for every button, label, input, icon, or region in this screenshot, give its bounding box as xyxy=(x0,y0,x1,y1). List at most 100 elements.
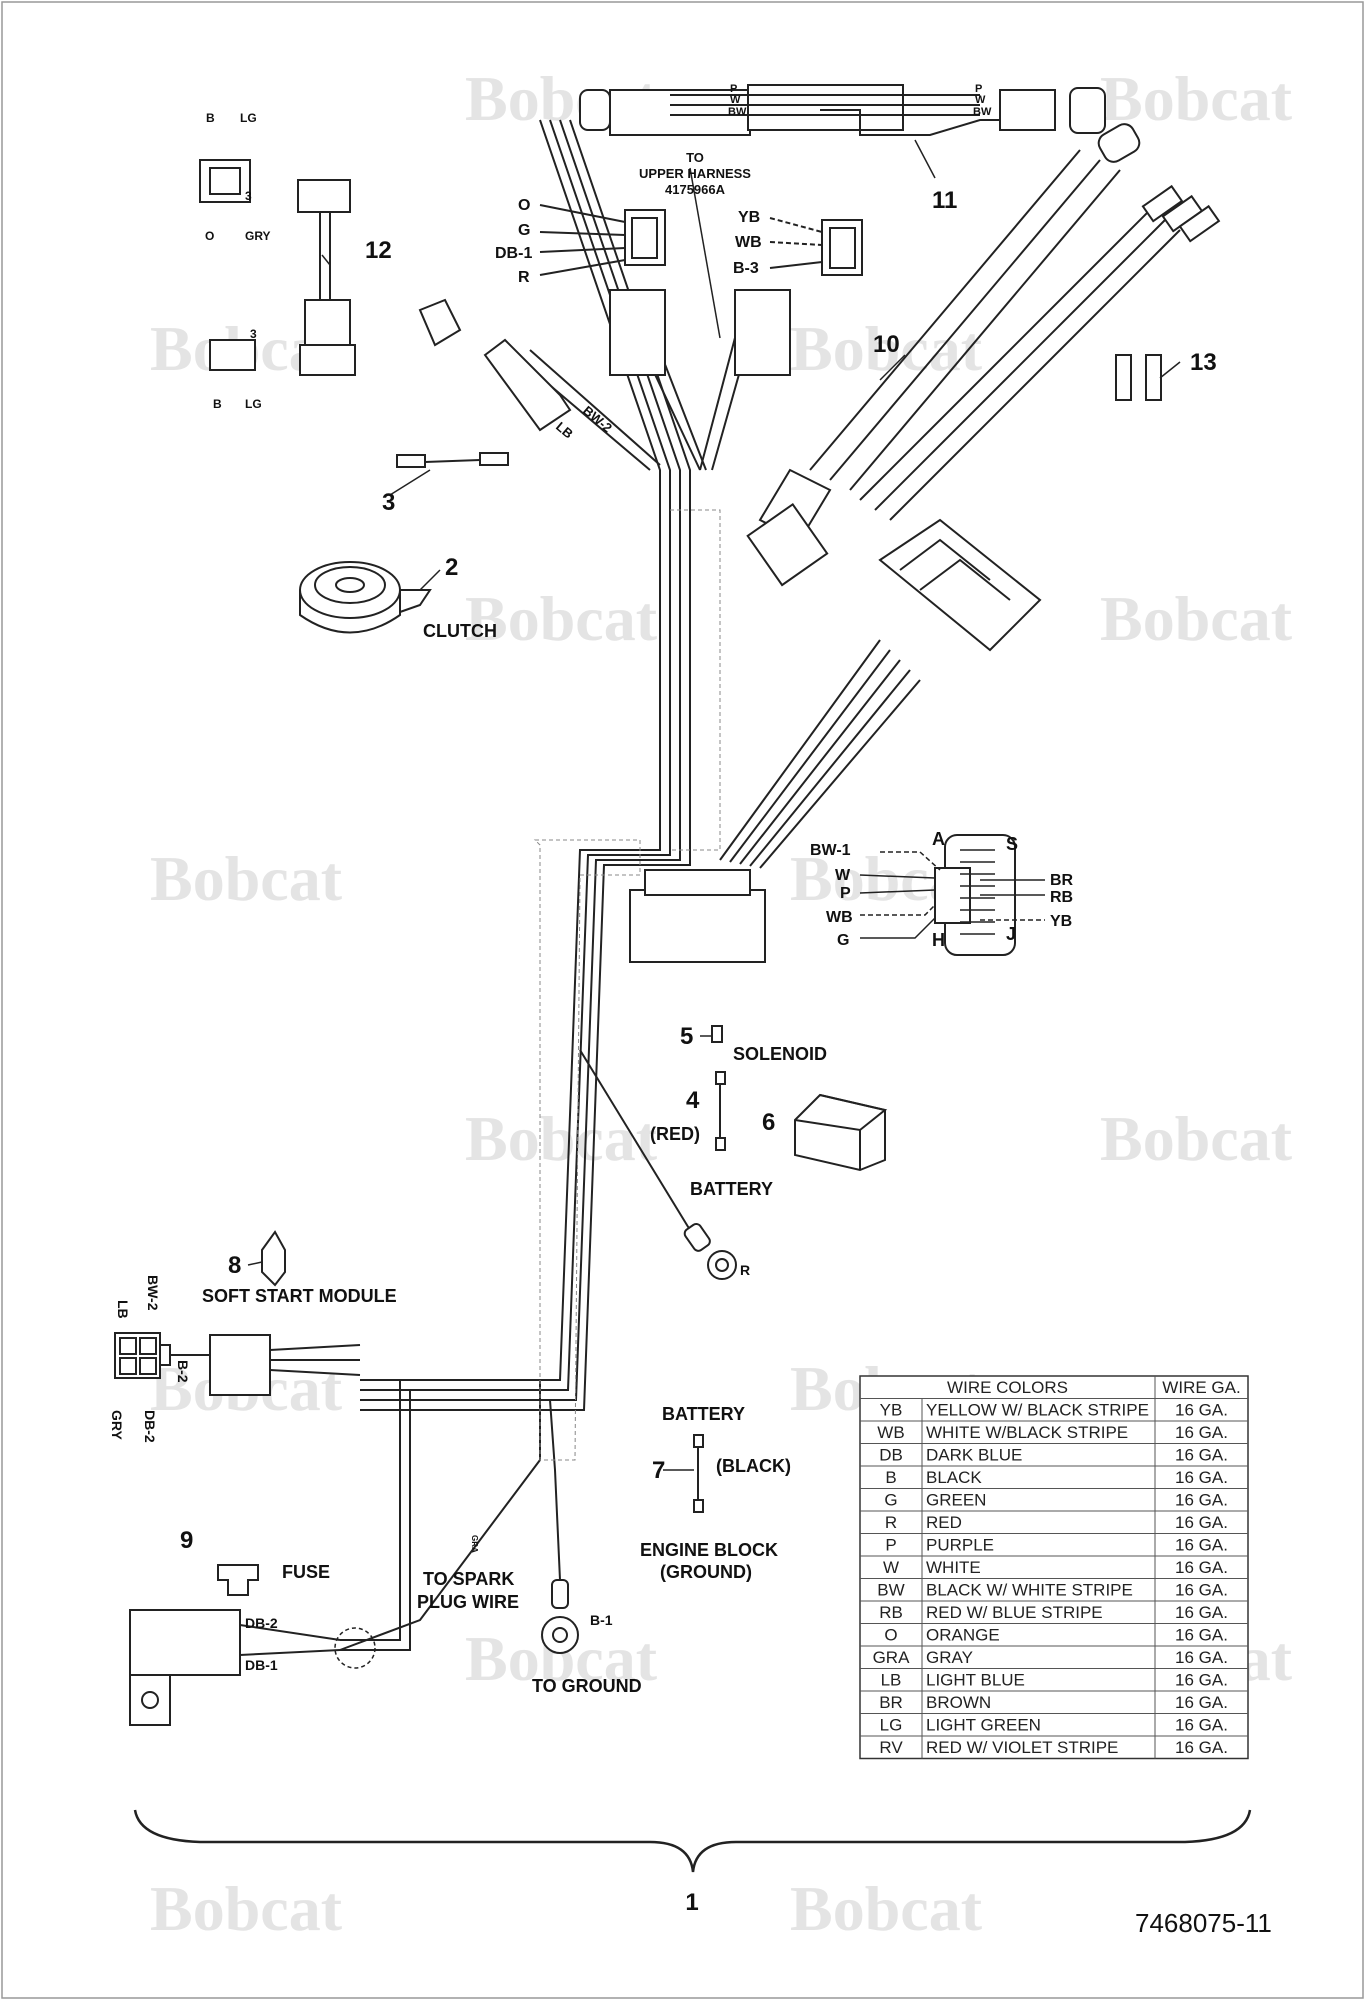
watermark-text: Bobcat xyxy=(465,1103,658,1174)
callout-3: 3 xyxy=(382,489,395,516)
leader-line xyxy=(419,569,441,591)
clutch-label: CLUTCH xyxy=(423,621,497,641)
table-cell-color: WHITE xyxy=(926,1558,981,1577)
watermark-text: Bobcat xyxy=(150,1873,343,1944)
table-cell-color: LIGHT GREEN xyxy=(926,1716,1041,1735)
spark-label-1: TO SPARK xyxy=(423,1569,514,1589)
soft-start-label: SOFT START MODULE xyxy=(202,1286,397,1306)
table-cell-code: O xyxy=(884,1626,897,1645)
table-cell-code: RV xyxy=(879,1738,903,1757)
table-cell-gauge: 16 GA. xyxy=(1175,1468,1228,1487)
connector-ogdr xyxy=(539,204,666,276)
table-cell-gauge: 16 GA. xyxy=(1175,1693,1228,1712)
table-cell-color: BLACK W/ WHITE STRIPE xyxy=(926,1581,1133,1600)
leader-line xyxy=(689,167,721,339)
wire-tags: O G DB-1 R YB WB B-3 B LG 3 O GRY 3 B LG… xyxy=(109,83,1074,1673)
wire-tag: P xyxy=(975,83,982,95)
wire-tag: BW xyxy=(728,106,747,118)
table-cell-color: BLACK xyxy=(926,1468,982,1487)
callout-7: 7 xyxy=(652,1457,665,1484)
upper-right-plug xyxy=(734,289,791,376)
table-cell-gauge: 16 GA. xyxy=(1175,1648,1228,1667)
table-border xyxy=(859,1375,1249,1760)
table-cell-color: GREEN xyxy=(926,1491,986,1510)
leader-line xyxy=(879,354,906,381)
wire-tag: O xyxy=(205,229,214,243)
wire-tag: RB xyxy=(1050,889,1073,906)
fuse-9 xyxy=(217,1564,259,1596)
left-harness-plug xyxy=(483,338,572,432)
callout-4: 4 xyxy=(686,1087,700,1114)
ring-terminal-r xyxy=(683,1222,737,1280)
table-cell-code: GRA xyxy=(873,1648,911,1667)
table-cell-gauge: 16 GA. xyxy=(1175,1423,1228,1442)
wire-tag: H xyxy=(932,930,945,950)
connector-13 xyxy=(1115,354,1162,401)
wire-tag: BW xyxy=(973,106,992,118)
watermark-text: Bobcat xyxy=(1100,1103,1293,1174)
upper-harness-label-3: 4175966A xyxy=(665,182,726,197)
soft-start-module-8 xyxy=(261,1230,286,1287)
watermark-text: Bobcat xyxy=(1100,63,1293,134)
battery-6 xyxy=(794,1093,888,1172)
wire-tag: DB-1 xyxy=(495,245,532,262)
wire-tag: W xyxy=(975,94,986,106)
wire-tag: DB-2 xyxy=(142,1410,158,1443)
table-cell-code: R xyxy=(885,1513,897,1532)
table-cell-gauge: 16 GA. xyxy=(1175,1558,1228,1577)
callout-1: 1 xyxy=(685,1889,698,1916)
callouts: 1 2 3 4 5 6 7 8 9 10 11 13 12 xyxy=(180,187,1217,1916)
wire-tag: LB xyxy=(553,419,576,442)
wire-tag: DB-2 xyxy=(245,1615,278,1631)
wire-tag: GRY xyxy=(245,229,271,243)
table-cell-color: LIGHT BLUE xyxy=(926,1671,1025,1690)
table-cell-code: RB xyxy=(879,1603,903,1622)
main-harness-trunk xyxy=(339,119,921,1651)
table-cell-code: W xyxy=(883,1558,899,1577)
wire-tag: BR xyxy=(1050,872,1074,889)
callout-13: 13 xyxy=(1190,349,1217,376)
table-cell-gauge: 16 GA. xyxy=(1175,1626,1228,1645)
leader-line xyxy=(914,139,936,179)
spark-label-2: PLUG WIRE xyxy=(417,1592,519,1612)
jumper-3 xyxy=(396,452,509,468)
harness-10 xyxy=(746,123,1221,587)
connector-12 xyxy=(199,159,356,376)
wire-tag: YB xyxy=(738,209,760,226)
wire-tag: 3 xyxy=(245,189,252,203)
table-cell-code: YB xyxy=(880,1401,903,1420)
black-label: (BLACK) xyxy=(716,1456,791,1476)
connector-ybwb xyxy=(769,217,863,276)
wire-tag: G xyxy=(518,222,530,239)
drawing-number: 7468075-11 xyxy=(1135,1908,1272,1938)
upper-left-plug xyxy=(609,289,666,376)
watermark-text: Bobcat xyxy=(790,1873,983,1944)
left-module-connector xyxy=(114,1332,361,1396)
wire-tag: BW-1 xyxy=(810,842,851,859)
wire-tag: LG xyxy=(245,397,262,411)
wire-tag: B-3 xyxy=(733,260,759,277)
table-cell-color: RED W/ BLUE STRIPE xyxy=(926,1603,1103,1622)
solenoid-5 xyxy=(711,1025,723,1043)
table-cell-gauge: 16 GA. xyxy=(1175,1536,1228,1555)
upper-harness-label-2: UPPER HARNESS xyxy=(639,166,751,181)
wire-tag: O xyxy=(518,197,530,214)
wire-tag: B-1 xyxy=(590,1612,613,1628)
wire-tag: BW-2 xyxy=(580,403,615,436)
engine-block-label: ENGINE BLOCK xyxy=(640,1540,778,1560)
ground-ring-b1 xyxy=(541,1579,579,1654)
table-cell-color: DARK BLUE xyxy=(926,1446,1022,1465)
table-header: WIRE GA. xyxy=(1162,1378,1240,1397)
bundle-outline xyxy=(533,839,641,1461)
ground-label: (GROUND) xyxy=(660,1562,752,1582)
table-cell-gauge: 16 GA. xyxy=(1175,1446,1228,1465)
table-cell-gauge: 16 GA. xyxy=(1175,1738,1228,1757)
leader-line xyxy=(321,254,331,266)
harness-clip xyxy=(418,298,462,347)
table-cell-color: WHITE W/BLACK STRIPE xyxy=(926,1423,1128,1442)
table-cell-gauge: 16 GA. xyxy=(1175,1603,1228,1622)
battery-cable-4 xyxy=(715,1071,726,1151)
wire-tag: 3 xyxy=(250,327,257,341)
wire-tag: R xyxy=(740,1262,750,1278)
